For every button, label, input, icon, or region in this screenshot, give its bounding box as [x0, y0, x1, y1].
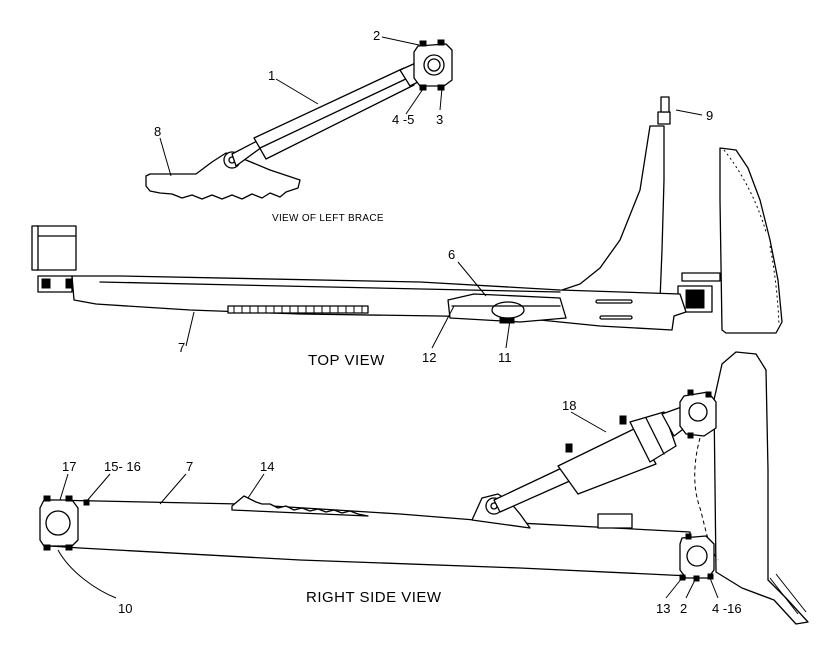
callout-6: 6	[448, 247, 455, 262]
top-view-caption: TOP VIEW	[308, 352, 385, 369]
side-view-cylinder-rod	[493, 465, 573, 513]
callout-8: 8	[154, 124, 161, 139]
callout-4-5: 4 -5	[392, 112, 414, 127]
callout-18: 18	[562, 398, 576, 413]
callouts: 1 2 3 4 -5 8 9 6 7 12 11 18 17 15- 16 7 …	[62, 28, 742, 616]
callout-13: 13	[656, 601, 670, 616]
callout-15-16: 15- 16	[104, 459, 141, 474]
side-view-blade	[713, 351, 809, 625]
callout-4-16: 4 -16	[712, 601, 742, 616]
right-side-view-caption: RIGHT SIDE VIEW	[306, 589, 442, 606]
top-view-left-block	[35, 225, 77, 271]
left-brace-caption: VIEW OF LEFT BRACE	[272, 213, 384, 224]
side-view-cylinder	[557, 427, 657, 495]
top-view-blade	[719, 147, 783, 334]
brace-end-cap-bore	[423, 54, 445, 76]
callout-14: 14	[260, 459, 274, 474]
callout-10: 10	[118, 601, 132, 616]
side-view-rack	[231, 495, 369, 517]
brace-base-plate	[145, 152, 301, 200]
right-side-view: RIGHT SIDE VIEW	[39, 351, 809, 625]
callout-1: 1	[268, 68, 275, 83]
callout-11: 11	[498, 350, 512, 365]
callout-12: 12	[422, 350, 436, 365]
top-view-brace-arm	[549, 125, 665, 301]
top-view: TOP VIEW	[31, 96, 783, 369]
callout-7-side: 7	[186, 459, 193, 474]
callout-3: 3	[436, 112, 443, 127]
callout-2-side: 2	[680, 601, 687, 616]
callout-7-top: 7	[178, 340, 185, 355]
side-view-push-arm	[49, 499, 691, 577]
left-brace-view: VIEW OF LEFT BRACE	[145, 36, 453, 224]
callout-9: 9	[706, 108, 713, 123]
callout-2: 2	[373, 28, 380, 43]
callout-17: 17	[62, 459, 76, 474]
